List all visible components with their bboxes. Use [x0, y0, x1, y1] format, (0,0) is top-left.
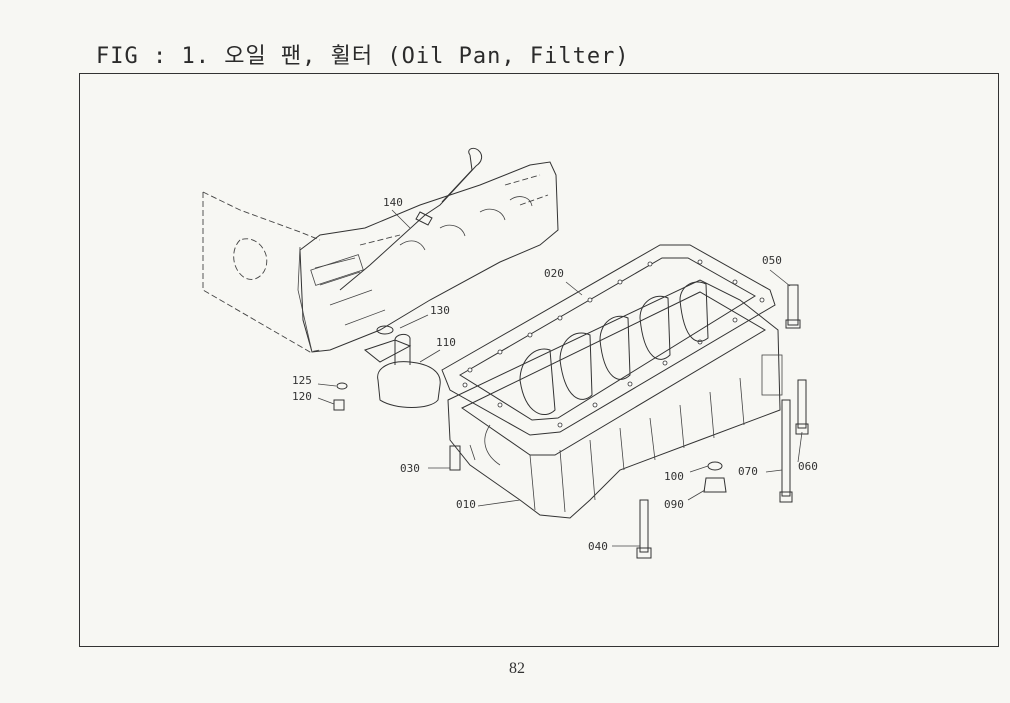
callout-030: 030 — [400, 462, 420, 475]
callout-130: 130 — [430, 304, 450, 317]
callout-labels: 140 020 050 130 110 125 120 030 010 100 … — [292, 196, 818, 553]
callout-020: 020 — [544, 267, 564, 280]
oil-strainer — [363, 325, 441, 408]
engine-block-outline — [202, 161, 559, 353]
oil-pan-gasket — [441, 244, 776, 436]
callout-070: 070 — [738, 465, 758, 478]
gasket-bolt-holes — [462, 259, 765, 428]
callout-110: 110 — [436, 336, 456, 349]
callout-120: 120 — [292, 390, 312, 403]
callout-050: 050 — [762, 254, 782, 267]
diagram-frame — [79, 73, 999, 647]
callout-100: 100 — [664, 470, 684, 483]
callout-140: 140 — [383, 196, 403, 209]
page-number: 82 — [509, 660, 525, 677]
dipstick — [339, 147, 483, 291]
callout-090: 090 — [664, 498, 684, 511]
callout-040: 040 — [588, 540, 608, 553]
strainer-bolt — [333, 382, 348, 411]
leader-lines — [317, 209, 803, 547]
figure-title: FIG : 1. 오일 팬, 휠터 (Oil Pan, Filter) — [96, 44, 630, 69]
callout-060: 060 — [798, 460, 818, 473]
callout-010: 010 — [456, 498, 476, 511]
oil-pan — [447, 279, 783, 519]
callout-125: 125 — [292, 374, 312, 387]
pan-bolts — [449, 284, 809, 559]
